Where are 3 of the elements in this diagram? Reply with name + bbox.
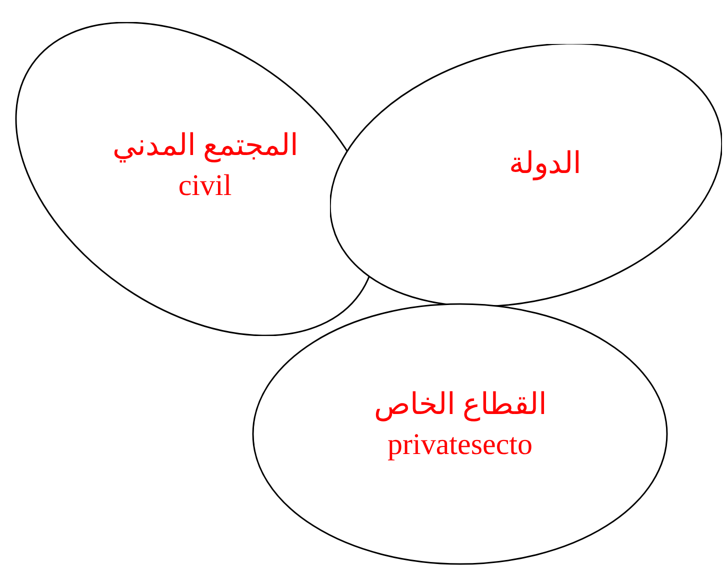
ellipse-label: الدولة (508, 146, 582, 182)
ellipse-label: القطاع الخاص privatesecto (372, 387, 548, 463)
ellipse-label: المجتمع المدني civil (111, 128, 299, 204)
